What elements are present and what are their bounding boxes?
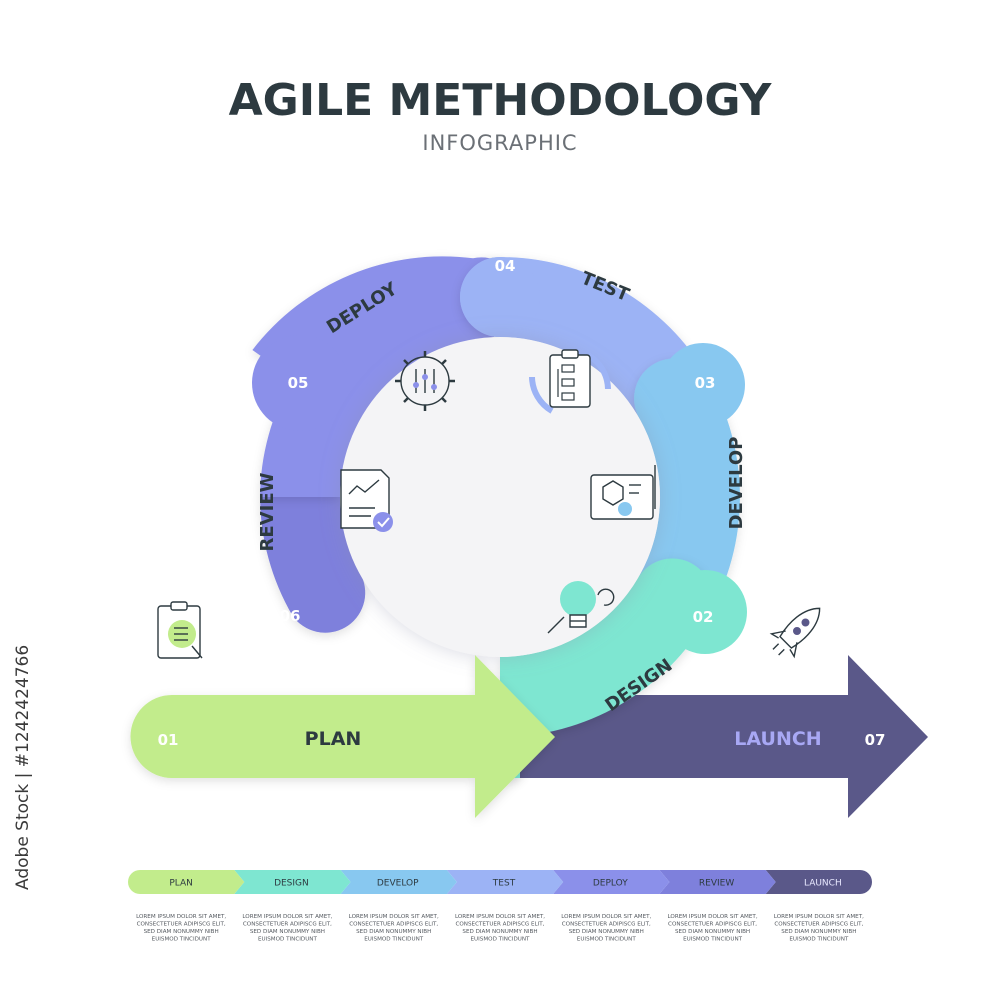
timeline-description-line: SED DIAM NONUMMY NIBH xyxy=(356,929,431,935)
review-label: REVIEW xyxy=(257,472,278,551)
design-number: 02 xyxy=(693,608,714,626)
timeline-description-line: CONSECTETUER ADIPISCG ELIT, xyxy=(562,922,651,928)
timeline-description-line: SED DIAM NONUMMY NIBH xyxy=(569,929,644,935)
timeline-step-review xyxy=(659,870,776,894)
plan-number: 01 xyxy=(158,731,179,749)
timeline-step-test xyxy=(446,870,564,894)
design-cap xyxy=(663,570,747,654)
develop-number: 03 xyxy=(695,374,716,392)
develop-cap xyxy=(661,343,745,427)
timeline-step-develop xyxy=(340,870,457,894)
timeline-description-line: EUISMOD TINCIDUNT xyxy=(789,937,849,943)
timeline-label-review: REVIEW xyxy=(699,879,734,889)
page-title: AGILE METHODOLOGY xyxy=(229,75,773,126)
timeline-description-line: SED DIAM NONUMMY NIBH xyxy=(144,929,219,935)
timeline-label-deploy: DEPLOY xyxy=(593,879,628,889)
page-subtitle: INFOGRAPHIC xyxy=(422,131,577,155)
timeline-description-line: EUISMOD TINCIDUNT xyxy=(577,937,637,943)
develop-label: DEVELOP xyxy=(726,437,747,530)
rocket-icon xyxy=(769,607,821,659)
segment-design xyxy=(500,558,713,778)
lightbulb-icon xyxy=(547,581,615,634)
timeline-step-plan xyxy=(128,870,245,894)
timeline-description-line: LOREM IPSUM DOLOR SIT AMET, xyxy=(136,914,226,920)
timeline-description-line: LOREM IPSUM DOLOR SIT AMET, xyxy=(668,914,758,920)
timeline-label-test: TEST xyxy=(492,879,516,889)
plan-label: PLAN xyxy=(305,728,362,750)
blueprint-gear-icon xyxy=(590,465,656,520)
timeline-description-line: EUISMOD TINCIDUNT xyxy=(683,937,743,943)
timeline-label-plan: PLAN xyxy=(169,879,193,889)
gear-sliders-icon xyxy=(395,351,455,411)
test-number: 04 xyxy=(495,257,516,275)
timeline-description-line: EUISMOD TINCIDUNT xyxy=(471,937,531,943)
deploy-cap xyxy=(252,335,348,431)
clipboard-checklist-icon xyxy=(157,601,203,659)
launch-label: LAUNCH xyxy=(734,728,821,750)
timeline-description-line: CONSECTETUER ADIPISCG ELIT, xyxy=(349,922,438,928)
cycle-ring xyxy=(252,256,747,778)
timeline-description-line: LOREM IPSUM DOLOR SIT AMET, xyxy=(774,914,864,920)
test-cap xyxy=(460,257,540,337)
timeline-description-line: LOREM IPSUM DOLOR SIT AMET, xyxy=(242,914,332,920)
side-caption: Adobe Stock | #1242424766 xyxy=(13,645,33,890)
segment-review xyxy=(260,497,366,633)
launch-number: 07 xyxy=(865,731,886,749)
timeline-description-line: SED DIAM NONUMMY NIBH xyxy=(462,929,537,935)
timeline-description-line: SED DIAM NONUMMY NIBH xyxy=(675,929,750,935)
timeline-description-line: SED DIAM NONUMMY NIBH xyxy=(781,929,856,935)
clipboard-cycle-icon xyxy=(529,349,611,414)
timeline-label-develop: DEVELOP xyxy=(377,879,419,889)
timeline-description-line: CONSECTETUER ADIPISCG ELIT, xyxy=(455,922,544,928)
timeline-description-line: EUISMOD TINCIDUNT xyxy=(152,937,212,943)
review-number: 06 xyxy=(280,607,301,625)
timeline-description-line: EUISMOD TINCIDUNT xyxy=(364,937,424,943)
timeline-description-line: LOREM IPSUM DOLOR SIT AMET, xyxy=(349,914,439,920)
timeline-label-launch: LAUNCH xyxy=(804,879,842,889)
timeline-description-line: EUISMOD TINCIDUNT xyxy=(258,937,318,943)
timeline-step-deploy xyxy=(553,870,670,894)
timeline-description-line: CONSECTETUER ADIPISCG ELIT, xyxy=(137,922,226,928)
timeline-description-line: LOREM IPSUM DOLOR SIT AMET, xyxy=(561,914,651,920)
timeline-bar: PLAN DESIGN DEVELOP TEST DEPLOY REVIEW LAUNCH xyxy=(128,870,872,894)
inner-circle xyxy=(340,337,660,657)
deploy-number: 05 xyxy=(288,374,309,392)
timeline-step-launch xyxy=(765,870,872,894)
timeline-description-line: CONSECTETUER ADIPISCG ELIT, xyxy=(668,922,757,928)
timeline-description-line: LOREM IPSUM DOLOR SIT AMET, xyxy=(455,914,545,920)
timeline-descriptions: LOREM IPSUM DOLOR SIT AMET, CONSECTETUER … xyxy=(136,914,864,943)
report-check-icon xyxy=(340,469,393,532)
timeline-description-line: CONSECTETUER ADIPISCG ELIT, xyxy=(243,922,332,928)
timeline-label-design: DESIGN xyxy=(274,879,309,889)
timeline-description-line: SED DIAM NONUMMY NIBH xyxy=(250,929,325,935)
plan-arrow xyxy=(130,655,555,818)
timeline-description-line: CONSECTETUER ADIPISCG ELIT, xyxy=(774,922,863,928)
timeline-step-design xyxy=(234,870,351,894)
segment-deploy xyxy=(252,256,523,497)
